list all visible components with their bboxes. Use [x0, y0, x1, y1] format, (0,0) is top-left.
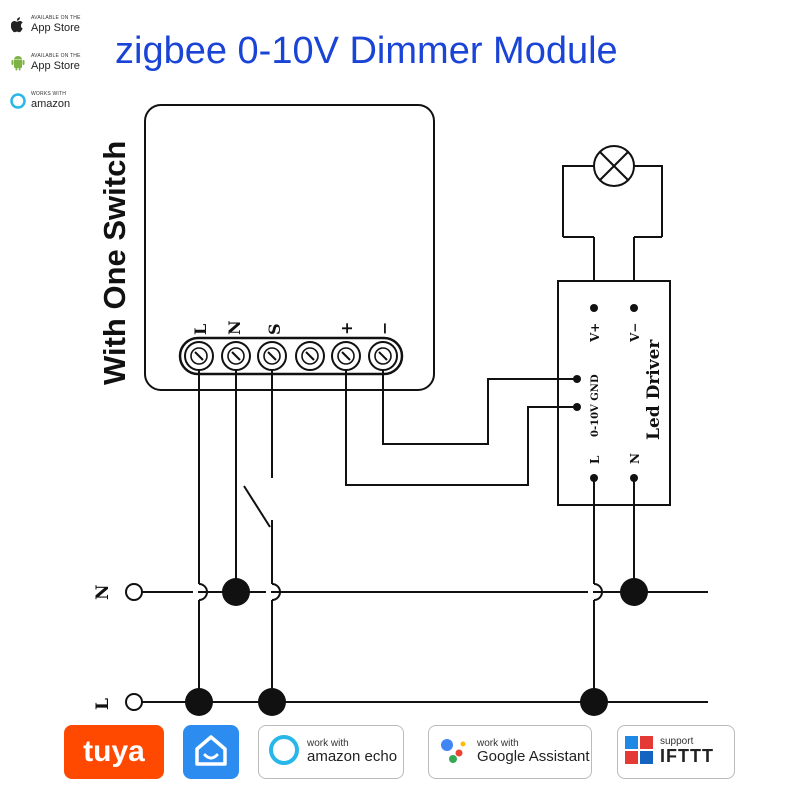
- page-title: zigbee 0-10V Dimmer Module: [115, 30, 618, 72]
- amazon-echo-logo: work with amazon echo: [258, 725, 404, 779]
- ifttt-tile-icon: [624, 735, 654, 770]
- terminal-label-minus: −: [375, 322, 394, 335]
- led-driver-label: Led Driver: [644, 339, 664, 440]
- junction-dot: [580, 688, 608, 716]
- assistant-caption: work with: [477, 737, 519, 749]
- echo-label: amazon echo: [307, 747, 398, 765]
- home-icon: [193, 733, 229, 772]
- echo-caption: work with: [307, 737, 349, 749]
- badge-label: App Store: [31, 22, 80, 34]
- alexa-icon: [10, 93, 26, 109]
- badge-caption: AVAILABLE ON THE: [31, 53, 81, 59]
- lamp-icon: [562, 145, 663, 238]
- badge-caption: WORKS WITH: [31, 91, 67, 97]
- led-driver-box: [557, 280, 671, 506]
- terminal-label-plus: +: [337, 322, 356, 335]
- badge-label: amazon: [31, 98, 71, 110]
- junction-dot: [185, 688, 213, 716]
- driver-terminal-vminus: V−: [628, 323, 642, 343]
- badge-label: App Store: [31, 60, 80, 72]
- ifttt-label: IFTTT: [660, 746, 714, 767]
- alexa-ring-icon: [267, 733, 301, 772]
- terminal-label-s: S: [265, 323, 284, 335]
- dimmer-module-box: [144, 104, 435, 391]
- android-icon: [10, 55, 26, 71]
- bus-label-l: L: [93, 698, 113, 710]
- apple-icon: [10, 17, 26, 33]
- android-store-badge[interactable]: AVAILABLE ON THE App Store: [10, 50, 100, 76]
- integration-logos: tuya work with amazon echo work with Goo…: [0, 725, 800, 785]
- driver-terminal-gnd: 0-10V GND: [590, 374, 601, 437]
- switch-lever: [243, 485, 271, 528]
- bus-label-n: N: [93, 584, 113, 600]
- tuya-home-logo: [183, 725, 239, 779]
- tuya-logo: tuya: [64, 725, 164, 779]
- app-store-badge[interactable]: AVAILABLE ON THE App Store: [10, 12, 100, 38]
- store-badges: AVAILABLE ON THE App Store AVAILABLE ON …: [10, 12, 100, 126]
- google-assistant-logo: work with Google Assistant: [428, 725, 592, 779]
- assistant-label: Google Assistant: [477, 747, 590, 765]
- google-assistant-icon: [437, 733, 471, 772]
- alexa-badge[interactable]: WORKS WITH amazon: [10, 88, 100, 114]
- junction-dot: [620, 578, 648, 606]
- bus-terminal-l: [125, 693, 143, 711]
- badge-caption: AVAILABLE ON THE: [31, 15, 81, 21]
- driver-terminal-l: L: [588, 455, 602, 464]
- module-side-label: With One Switch: [97, 141, 132, 385]
- terminal-label-l: L: [191, 324, 210, 335]
- terminal-label-n: N: [225, 320, 244, 335]
- ifttt-logo: support IFTTT: [617, 725, 735, 779]
- ifttt-caption: support: [660, 736, 694, 748]
- driver-terminal-vplus: V+: [588, 323, 602, 343]
- bus-terminal-n: [125, 583, 143, 601]
- junction-dot: [258, 688, 286, 716]
- junction-dot: [222, 578, 250, 606]
- driver-terminal-n: N: [628, 453, 642, 464]
